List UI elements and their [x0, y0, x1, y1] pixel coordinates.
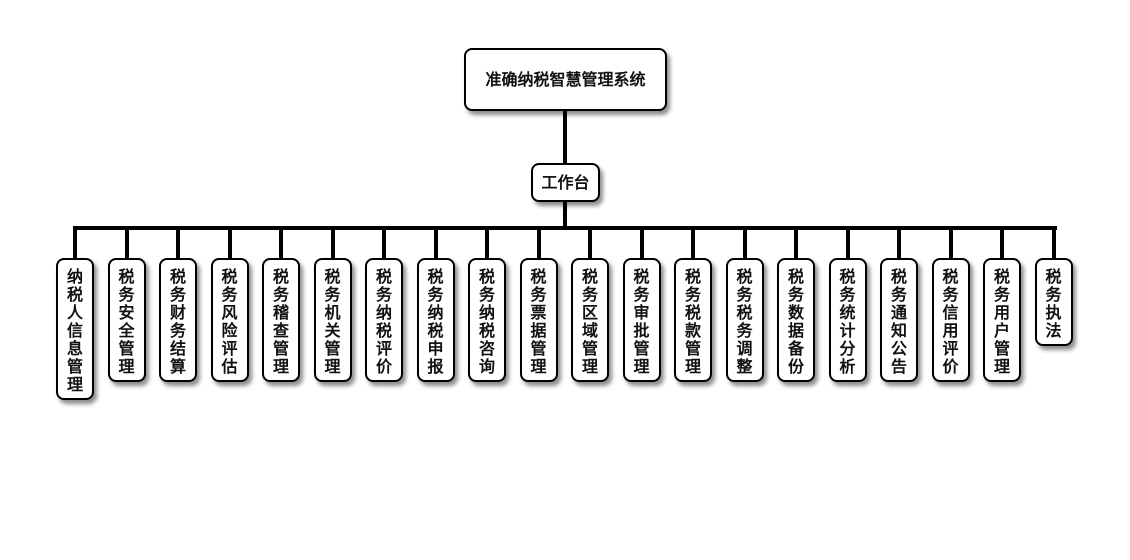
- child-label: 税务安全管理: [118, 267, 135, 376]
- connector-root-hub: [563, 111, 567, 163]
- connector-child: [588, 228, 592, 259]
- child-label: 税务税务调整: [736, 267, 753, 376]
- child-node[interactable]: 纳税人信息管理: [56, 258, 94, 400]
- child-node[interactable]: 税务用户管理: [983, 258, 1021, 382]
- child-label: 税务统计分析: [839, 267, 856, 376]
- connector-child: [794, 228, 798, 259]
- connector-child: [1051, 228, 1056, 259]
- child-node[interactable]: 税务纳税咨询: [468, 258, 506, 382]
- child-node[interactable]: 税务统计分析: [828, 258, 867, 382]
- child-label: 税务票据管理: [530, 267, 547, 376]
- connector-child: [433, 228, 438, 259]
- connector-child: [536, 228, 541, 259]
- child-node[interactable]: 税务数据备份: [777, 258, 815, 382]
- connector-child: [279, 228, 283, 259]
- child-label: 税务纳税申报: [427, 267, 444, 376]
- child-node[interactable]: 税务信用评价: [931, 258, 970, 382]
- connector-child: [639, 228, 644, 259]
- child-label: 税务机关管理: [324, 267, 341, 376]
- hub-label: 工作台: [541, 173, 590, 192]
- child-node[interactable]: 税务稽查管理: [262, 258, 300, 382]
- child-label: 纳税人信息管理: [66, 267, 83, 394]
- child-node[interactable]: 税务纳税评价: [365, 258, 403, 382]
- connector-bus: [73, 226, 1057, 230]
- connector-child: [897, 228, 901, 259]
- connector-child: [330, 228, 335, 259]
- root-node[interactable]: 准确纳税智慧管理系统: [464, 48, 667, 111]
- connector-child: [227, 228, 232, 259]
- child-label: 税务纳税评价: [375, 267, 392, 376]
- connector-child: [124, 228, 129, 259]
- connector-child: [176, 228, 180, 259]
- child-node[interactable]: 税务通知公告: [880, 258, 918, 382]
- child-label: 税务稽查管理: [272, 267, 289, 376]
- child-label: 税务通知公告: [890, 267, 907, 376]
- child-label: 税务信用评价: [942, 267, 959, 376]
- child-node[interactable]: 税务票据管理: [519, 258, 558, 382]
- child-label: 税务审批管理: [633, 267, 650, 376]
- connector-hub-bus: [563, 201, 567, 229]
- connector-child: [691, 228, 695, 259]
- child-node[interactable]: 税务税款管理: [674, 258, 712, 382]
- connector-child: [948, 228, 953, 259]
- child-label: 税务税款管理: [684, 267, 701, 376]
- child-label: 税务区域管理: [581, 267, 598, 376]
- child-node[interactable]: 税务税务调整: [725, 258, 764, 382]
- connector-child: [742, 228, 747, 259]
- child-node[interactable]: 税务纳税申报: [416, 258, 455, 382]
- child-node[interactable]: 税务机关管理: [313, 258, 352, 382]
- child-label: 税务财务结算: [169, 267, 186, 376]
- child-node[interactable]: 税务安全管理: [107, 258, 146, 382]
- root-label: 准确纳税智慧管理系统: [485, 70, 646, 89]
- hub-node[interactable]: 工作台: [531, 163, 600, 202]
- child-label: 税务纳税咨询: [478, 267, 495, 376]
- child-node[interactable]: 税务区域管理: [571, 258, 609, 382]
- child-node[interactable]: 税务执法: [1034, 258, 1073, 346]
- connector-child: [73, 228, 77, 259]
- child-label: 税务用户管理: [993, 267, 1010, 376]
- child-label: 税务执法: [1045, 267, 1062, 340]
- child-node[interactable]: 税务审批管理: [622, 258, 661, 382]
- connector-child: [1000, 228, 1004, 259]
- connector-child: [845, 228, 850, 259]
- connector-child: [485, 228, 489, 259]
- child-node[interactable]: 税务风险评估: [210, 258, 249, 382]
- child-label: 税务风险评估: [221, 267, 238, 376]
- child-label: 税务数据备份: [787, 267, 804, 376]
- child-node[interactable]: 税务财务结算: [159, 258, 197, 382]
- connector-child: [382, 228, 386, 259]
